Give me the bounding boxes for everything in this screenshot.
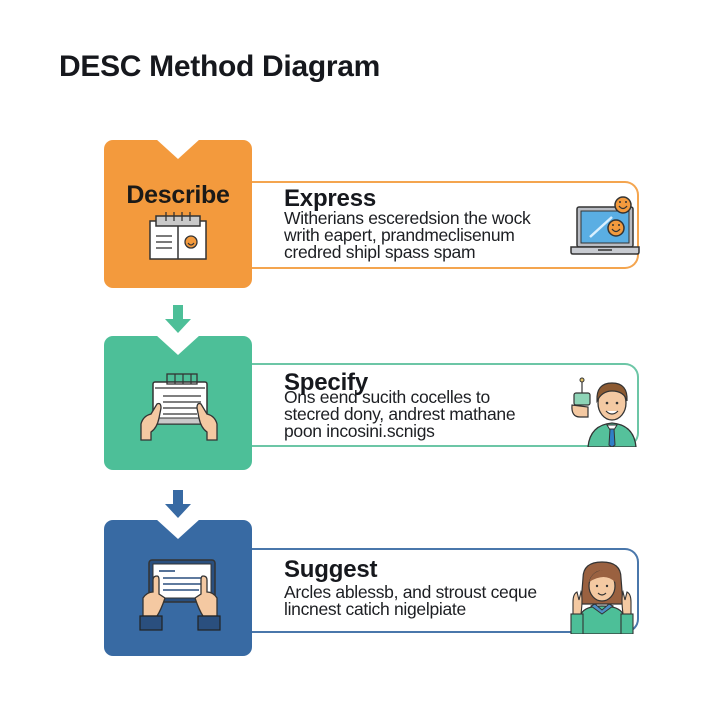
step-card-suggest: Suggest Arcles ablessb, and stroust cequ… — [251, 548, 639, 634]
woman-fingers-crossed-icon — [570, 561, 634, 634]
block-notch — [156, 139, 200, 159]
card-title: Suggest — [284, 556, 378, 583]
hands-holding-notepad-icon — [140, 373, 218, 441]
step-block-describe: Describe — [104, 139, 252, 288]
step-card-express: Express Witherians esceredsion the wock … — [251, 181, 640, 269]
arrow-down-icon — [165, 490, 191, 518]
notebook-calendar-icon — [149, 212, 207, 260]
man-with-badge-icon — [571, 377, 637, 447]
laptop-smileys-icon — [570, 196, 640, 255]
card-title: Express — [284, 185, 376, 212]
arrow-down-icon — [165, 305, 191, 333]
card-body: Arcles ablessb, and stroust ceque lincne… — [284, 582, 537, 619]
block-notch — [156, 519, 200, 539]
page-title: DESC Method Diagram — [59, 50, 381, 83]
card-body: Ons eend sucith cocelles to stecred dony… — [284, 387, 516, 441]
block-label: Describe — [126, 181, 230, 209]
step-block-suggest — [104, 519, 252, 656]
block-notch — [156, 335, 200, 355]
card-title: Specify — [284, 369, 368, 396]
step-block-specify — [104, 335, 252, 470]
step-card-specify: Specify Ons eend sucith cocelles to stec… — [251, 363, 639, 447]
card-body: Witherians esceredsion the wock writh ea… — [284, 208, 531, 262]
hands-holding-tablet-icon — [139, 559, 221, 631]
